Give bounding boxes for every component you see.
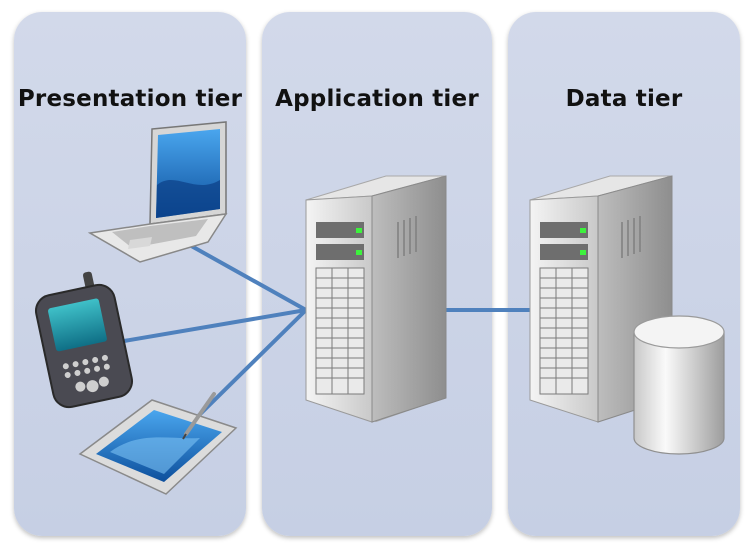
data-server-icon [529,175,673,423]
presentation-tier-title: Presentation tier [17,86,243,112]
database-icon [633,315,725,455]
tablet-icon [78,392,238,495]
application-tier-title: Application tier [275,86,479,112]
app-server-icon [305,175,447,423]
laptop-icon [87,121,228,263]
data-tier-title: Data tier [565,86,683,112]
application-tier-panel: Application tier [262,12,492,536]
pda-icon [35,271,133,409]
laptop-connector [185,241,307,312]
pda-connector [117,308,307,344]
